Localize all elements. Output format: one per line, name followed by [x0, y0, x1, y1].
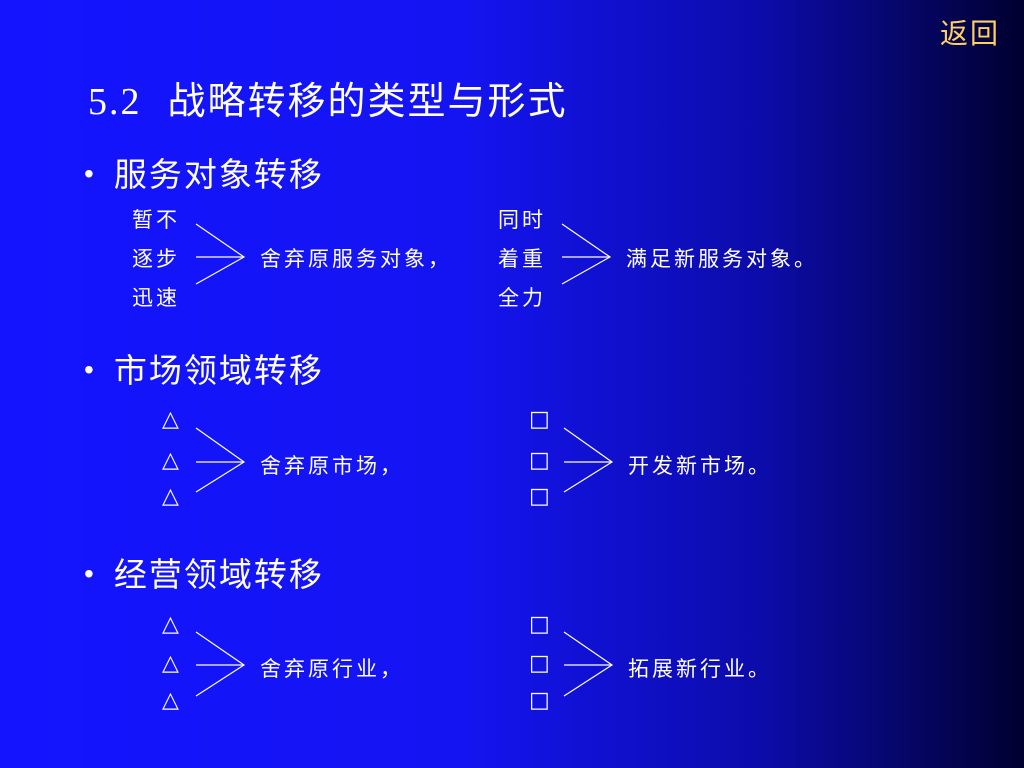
- left-connector-arrow: [195, 631, 246, 697]
- bullet-market-domain: • 市场领域转移: [84, 344, 324, 392]
- left-word-2: 逐步: [132, 247, 180, 271]
- right-statement: 满足新服务对象。: [626, 247, 818, 271]
- bullet-business-domain: • 经营领域转移: [84, 548, 324, 596]
- square-icon: □: [529, 448, 550, 473]
- square-icon: □: [529, 484, 550, 509]
- right-word-2: 着重: [498, 247, 546, 271]
- left-statement: 舍弃原市场，: [260, 454, 404, 478]
- right-connector-arrow: [563, 427, 614, 493]
- left-connector-arrow: [195, 427, 246, 493]
- right-word-3: 全力: [498, 286, 546, 310]
- bullet-dot: •: [84, 354, 96, 385]
- bullet-heading: 服务对象转移: [113, 155, 324, 194]
- right-word-1: 同时: [498, 208, 546, 232]
- square-icon: □: [529, 651, 550, 676]
- square-icon: □: [529, 688, 550, 713]
- slide-title: 5.2 战略转移的类型与形式: [88, 70, 568, 125]
- bullet-service-target: • 服务对象转移: [84, 148, 324, 196]
- square-icon: □: [529, 407, 550, 432]
- slide-number: 5.2: [88, 81, 142, 123]
- left-word-3: 迅速: [132, 286, 180, 310]
- left-statement: 舍弃原行业，: [260, 657, 404, 681]
- right-connector-arrow: [563, 631, 614, 697]
- bullet-dot: •: [84, 558, 96, 589]
- bullet-heading: 市场领域转移: [113, 351, 324, 390]
- triangle-icon: △: [162, 651, 179, 676]
- triangle-icon: △: [162, 612, 179, 637]
- bullet-heading: 经营领域转移: [113, 555, 324, 594]
- right-statement: 开发新市场。: [628, 454, 772, 478]
- back-link[interactable]: 返回: [939, 17, 1000, 50]
- triangle-icon: △: [162, 448, 179, 473]
- triangle-icon: △: [162, 688, 179, 713]
- triangle-icon: △: [162, 484, 179, 509]
- triangle-icon: △: [162, 407, 179, 432]
- right-connector-arrow: [561, 223, 612, 285]
- slide-title-text: 战略转移的类型与形式: [167, 79, 568, 123]
- left-word-1: 暂不: [132, 208, 180, 232]
- right-statement: 拓展新行业。: [628, 657, 772, 681]
- left-connector-arrow: [195, 223, 246, 285]
- bullet-dot: •: [84, 158, 96, 189]
- left-statement: 舍弃原服务对象，: [260, 247, 452, 271]
- square-icon: □: [529, 612, 550, 637]
